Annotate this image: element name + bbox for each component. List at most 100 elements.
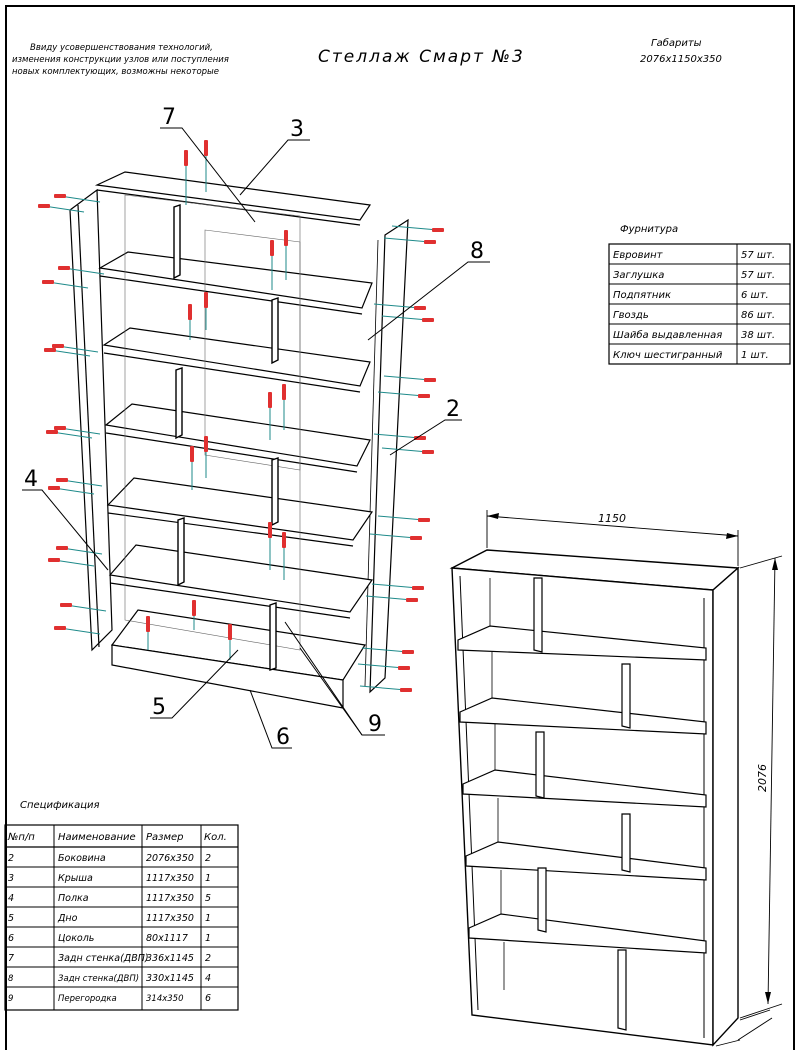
roof-panel: [94, 171, 372, 221]
screw-icon: [270, 240, 274, 256]
spec-cell: 4: [205, 973, 211, 984]
screw-icon: [432, 228, 444, 232]
spec-cell: Боковина: [58, 853, 106, 864]
spec-header-name: Наименование: [58, 832, 136, 843]
hardware-title: Фурнитура: [620, 224, 678, 235]
spec-cell: 336x1145: [146, 953, 194, 964]
spec-cell: 1: [205, 933, 211, 944]
spec-cell: 80x1117: [146, 933, 188, 944]
fastener-line: [373, 433, 421, 439]
spec-cell: 9: [8, 994, 13, 1004]
screw-icon: [400, 688, 412, 692]
fastener-line: [61, 547, 103, 555]
fastener-line: [369, 533, 417, 539]
screw-icon: [402, 650, 414, 654]
fastener-line: [59, 427, 101, 435]
screw-icon: [184, 150, 188, 166]
hw-name-3: Подпятник: [613, 290, 671, 301]
spec-cell: 8: [8, 974, 14, 984]
spec-cell: 1: [205, 913, 211, 924]
fastener-line: [377, 515, 425, 521]
screw-icon: [414, 306, 426, 310]
hw-name-4: Гвоздь: [613, 310, 649, 321]
screw-icon: [188, 304, 192, 320]
callout-3: 3: [290, 117, 304, 142]
spec-header-qty: Кол.: [204, 832, 227, 843]
spec-cell: Задн стенка(ДВП): [58, 953, 149, 964]
spec-cell: 2076x350: [146, 853, 194, 864]
exploded-view: [69, 171, 409, 709]
screw-icon: [412, 586, 424, 590]
fastener-line: [57, 345, 99, 353]
screw-icon: [282, 532, 286, 548]
screw-icon: [52, 344, 64, 348]
hw-qty-6: 1 шт.: [741, 350, 769, 361]
spec-header-num: №п/п: [7, 832, 35, 843]
fastener-line: [381, 447, 429, 453]
spec-cell: 2: [205, 953, 211, 964]
spec-cell: 4: [8, 893, 14, 904]
fastener-line: [65, 604, 107, 612]
screw-icon: [146, 616, 150, 632]
spec-header-size: Размер: [146, 832, 184, 843]
screw-set: [38, 140, 444, 692]
screw-icon: [58, 266, 70, 270]
callout-8: 8: [470, 239, 484, 264]
fastener-line: [359, 685, 407, 691]
fastener-line: [61, 479, 103, 487]
screw-icon: [48, 486, 60, 490]
fastener-line: [383, 237, 431, 243]
spec-title: Спецификация: [20, 800, 100, 811]
hw-qty-4: 86 шт.: [741, 310, 775, 321]
note-line-1: Ввиду усовершенствования технологий,: [30, 43, 213, 53]
assembled-view: [449, 549, 740, 1047]
screw-icon: [282, 384, 286, 400]
note-line-3: новых комплектующих, возможны некоторые: [12, 67, 219, 77]
callout-4: 4: [24, 467, 38, 492]
spec-cell: 2: [8, 853, 14, 864]
screw-icon: [48, 558, 60, 562]
spec-cell: 3: [8, 873, 14, 884]
screw-icon: [424, 240, 436, 244]
spec-cell: Дно: [57, 913, 78, 924]
screw-icon: [190, 446, 194, 462]
spec-cell: 7: [8, 953, 14, 964]
fastener-line: [63, 267, 105, 275]
screw-icon: [422, 450, 434, 454]
spec-table: Спецификация №п/п Наименование Размер Ко…: [4, 800, 239, 1011]
callout-9: 9: [368, 712, 382, 737]
note-line-2: изменения конструкции узлов или поступле…: [12, 55, 229, 65]
right-side-panel: [369, 218, 409, 694]
fastener-line: [381, 315, 429, 321]
spec-cell: 6: [205, 993, 211, 1004]
screw-icon: [56, 546, 68, 550]
spec-cell: 1117x350: [146, 893, 194, 904]
page-title: Стеллаж Смарт №3: [318, 47, 525, 67]
spec-cell: Полка: [58, 893, 89, 904]
hw-name-5: Шайба выдавленная: [613, 329, 722, 341]
screw-icon: [418, 518, 430, 522]
fastener-line: [371, 583, 419, 589]
height-dimension: 2076: [756, 764, 769, 792]
callout-6: 6: [276, 725, 290, 750]
callouts: [22, 127, 490, 749]
spec-cell: 5: [205, 893, 211, 904]
fastener-line: [53, 487, 95, 495]
callout-5: 5: [152, 695, 166, 720]
spec-cell: 6: [8, 933, 14, 944]
screw-icon: [406, 598, 418, 602]
spec-cell: 2: [205, 853, 211, 864]
screw-icon: [422, 318, 434, 322]
hw-qty-3: 6 шт.: [741, 290, 769, 301]
partitions: [173, 204, 279, 671]
fastener-line: [59, 627, 101, 635]
hardware-table: Фурнитура Евровинт 57 шт. Заглушка 57 шт…: [608, 224, 791, 365]
spec-cell: 330x1145: [146, 973, 194, 984]
screw-icon: [414, 436, 426, 440]
screw-icon: [228, 624, 232, 640]
spec-cell: Задн стенка(ДВП): [58, 974, 139, 984]
screw-icon: [398, 666, 410, 670]
fastener-line: [373, 303, 421, 309]
screw-icon: [418, 394, 430, 398]
fastener-line: [383, 375, 431, 381]
